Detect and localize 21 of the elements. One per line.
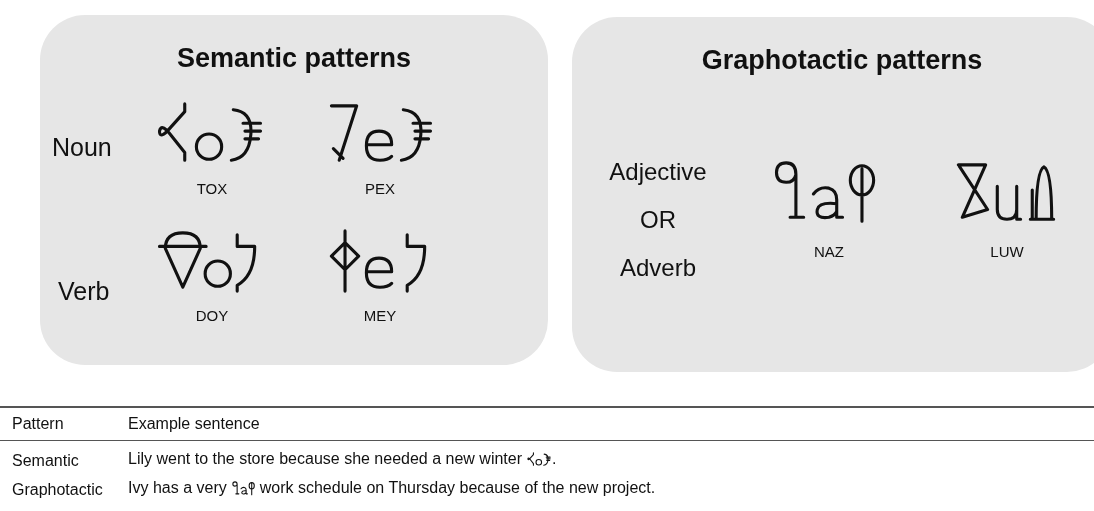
panel-title: Semantic patterns <box>175 43 413 74</box>
glyph-reading: DOY <box>195 307 229 324</box>
panel <box>40 15 548 365</box>
panel <box>572 17 1094 372</box>
example-sentence: Lily went to the store because she needed a new winter <box>128 450 523 468</box>
word-class-label: Verb <box>58 277 110 306</box>
example-sentence: work schedule on Thursday because of the new project. <box>259 479 656 497</box>
example-sentence: Ivy has a very <box>128 479 227 497</box>
table-cell: Semantic <box>12 452 79 470</box>
glyph-reading: MEY <box>363 307 397 324</box>
word-class-label: Noun <box>52 133 112 162</box>
glyph-reading: LUW <box>990 243 1024 260</box>
table-header: Example sentence <box>128 415 260 433</box>
example-sentence: . <box>552 450 557 468</box>
glyph-reading: TOX <box>196 180 228 197</box>
table-cell: Graphotactic <box>12 481 103 499</box>
table-header: Pattern <box>12 415 64 433</box>
glyph-reading: NAZ <box>814 243 844 260</box>
glyph-reading: PEX <box>365 180 395 197</box>
panel-title: Graphotactic patterns <box>700 45 984 76</box>
word-class-label: Adjective OR Adverb <box>608 157 708 283</box>
